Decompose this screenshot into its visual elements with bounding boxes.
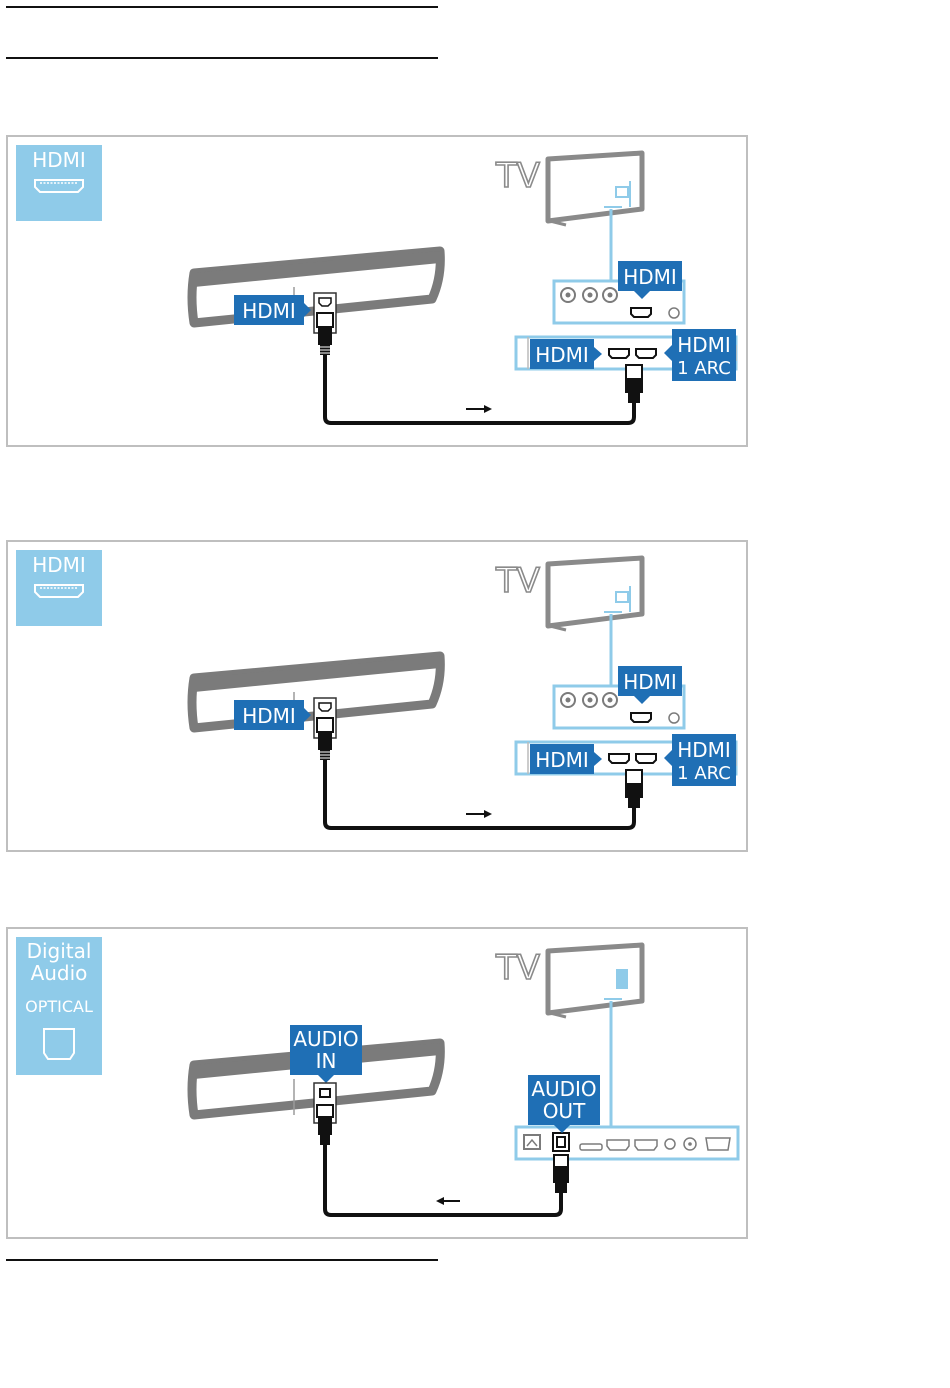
tv-connector-panel xyxy=(516,1127,738,1159)
diagram-panel-hdmi-2: HDMI TV HDMI HDMI HD xyxy=(6,540,748,852)
arc-label-line2: 1 ARC xyxy=(677,763,731,784)
tv-label: TV xyxy=(495,948,540,988)
tv-label: TV xyxy=(495,156,540,196)
top-rule-2 xyxy=(6,57,438,59)
badge-line1: Digital xyxy=(27,939,92,963)
audio-out-line1: AUDIO xyxy=(531,1077,596,1101)
top-rule-1 xyxy=(6,6,438,8)
audio-out-line2: OUT xyxy=(543,1099,586,1123)
tv-top-hdmi-label: HDMI xyxy=(623,670,677,694)
device-hdmi-label: HDMI xyxy=(242,704,296,728)
badge-title: HDMI xyxy=(32,553,86,577)
bottom-rule xyxy=(6,1259,438,1261)
right-hdmi-plug xyxy=(625,365,643,403)
arrow-icon xyxy=(436,1197,460,1205)
arc-label-line2: 1 ARC xyxy=(677,358,731,379)
device-hdmi-label: HDMI xyxy=(242,299,296,323)
tv-top-hdmi-label: HDMI xyxy=(623,265,677,289)
diagram-panel-optical: Digital Audio OPTICAL TV AUDIO IN xyxy=(6,927,748,1239)
hdmi-connection-diagram: HDMI TV HDMI HDM xyxy=(8,137,750,449)
badge-line3: OPTICAL xyxy=(25,997,93,1016)
audio-in-line2: IN xyxy=(316,1049,337,1073)
tv-bottom-hdmi-label: HDMI xyxy=(535,748,589,772)
tv-icon xyxy=(548,153,642,225)
tv-label: TV xyxy=(495,561,540,601)
audio-in-line1: AUDIO xyxy=(293,1027,358,1051)
right-hdmi-plug xyxy=(625,770,643,808)
right-optical-plug xyxy=(553,1155,569,1193)
tv-icon xyxy=(548,558,642,630)
badge-line2: Audio xyxy=(31,961,88,985)
optical-connection-diagram: Digital Audio OPTICAL TV AUDIO IN xyxy=(8,929,750,1241)
tv-bottom-hdmi-label: HDMI xyxy=(535,343,589,367)
arrow-icon xyxy=(466,810,492,818)
diagram-panel-hdmi-1: HDMI TV HDMI HDM xyxy=(6,135,748,447)
tv-icon xyxy=(548,945,642,1017)
arc-label-line1: HDMI xyxy=(677,738,731,762)
hdmi-connection-diagram: HDMI TV HDMI HDMI HD xyxy=(8,542,750,854)
arc-label-line1: HDMI xyxy=(677,333,731,357)
badge-title: HDMI xyxy=(32,148,86,172)
left-optical-plug xyxy=(317,1105,333,1145)
arrow-icon xyxy=(466,405,492,413)
left-hdmi-plug xyxy=(317,718,333,760)
left-hdmi-plug xyxy=(317,313,333,355)
